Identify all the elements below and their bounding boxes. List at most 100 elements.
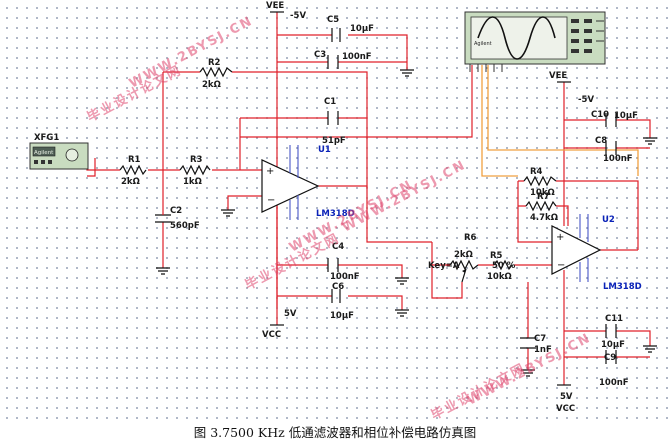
r7-name: R7 <box>537 192 550 202</box>
r5-value: 10kΩ <box>487 272 512 282</box>
vcc-left-value: 5V <box>284 309 297 319</box>
capacitor-c11[interactable]: C11 10µF <box>601 314 625 350</box>
c6-value: 10µF <box>330 311 354 321</box>
ground-icon <box>521 369 535 377</box>
c8-value: 100nF <box>603 154 633 164</box>
c5-value: 10µF <box>350 24 374 34</box>
ground-symbols <box>156 69 657 377</box>
ground-icon <box>221 209 235 217</box>
r4-name: R4 <box>530 167 543 177</box>
ground-icon <box>643 137 657 145</box>
c5-name: C5 <box>327 15 339 25</box>
resistor-r4[interactable]: R4 10kΩ <box>523 167 557 198</box>
ground-icon <box>156 267 170 275</box>
u2-model: LM318D <box>603 282 642 292</box>
vcc-right-label: VCC <box>556 404 575 414</box>
opamp-u1[interactable]: + − U1 LM318D <box>261 145 355 220</box>
c7-name: C7 <box>534 334 546 344</box>
r6-value: 2kΩ <box>454 250 473 260</box>
capacitor-c6[interactable]: C6 10µF <box>330 282 354 321</box>
r6-percent: 50 % <box>492 261 516 271</box>
u2-name: U2 <box>602 215 615 225</box>
capacitor-c2[interactable]: C2 560pF <box>155 168 200 231</box>
vcc-right-value: 5V <box>560 392 573 402</box>
oscilloscope[interactable]: Agilent <box>464 11 606 72</box>
c9-value: 100nF <box>599 378 629 388</box>
potentiometer-r6[interactable]: R6 2kΩ Key=A 50 % <box>428 233 516 283</box>
ground-icon <box>643 345 657 353</box>
knob-icon <box>65 148 79 162</box>
figure-caption: 图 3.7500 KHz 低通滤波器和相位补偿电路仿真图 <box>0 422 670 444</box>
r1-name: R1 <box>128 155 141 165</box>
vee-top-label: VEE <box>266 1 284 11</box>
r5-name: R5 <box>490 251 503 261</box>
resistor-r7[interactable]: R7 4.7kΩ <box>525 192 558 223</box>
watermark-url: WWW.2BYSJ.CN <box>127 13 256 91</box>
xfg1-brand: Agilent <box>34 150 54 156</box>
c2-value: 560pF <box>170 221 200 231</box>
vee-right-label: VEE <box>549 71 567 81</box>
c11-name: C11 <box>605 314 623 324</box>
r4-value: 10kΩ <box>530 188 555 198</box>
u1-name: U1 <box>318 145 331 155</box>
c3-name: C3 <box>314 50 326 60</box>
power-vee-right: VEE -5V <box>549 71 594 105</box>
r2-value: 2kΩ <box>202 80 221 90</box>
plus-sign: + <box>556 232 564 243</box>
r7-value: 4.7kΩ <box>530 213 558 223</box>
r3-name: R3 <box>190 155 203 165</box>
power-vcc-right: 5V VCC <box>556 384 575 414</box>
resistor-r5[interactable]: R5 10kΩ <box>487 251 513 282</box>
vcc-left-label: VCC <box>262 330 281 340</box>
c3-value: 100nF <box>342 52 372 62</box>
ground-icon <box>395 277 409 285</box>
c4-name: C4 <box>332 242 344 252</box>
c1-value: 51pF <box>322 136 346 146</box>
c7-value: 1nF <box>534 345 552 355</box>
c10-name: C10 <box>591 110 609 120</box>
u1-model: LM318D <box>316 209 355 219</box>
vee-top-value: -5V <box>290 11 306 21</box>
c9-name: C9 <box>604 353 616 363</box>
c4-value: 100nF <box>330 272 360 282</box>
function-generator-xfg1[interactable]: XFG1 Agilent <box>29 133 89 170</box>
wires <box>86 12 651 385</box>
c10-value: 10µF <box>614 111 638 121</box>
r2-name: R2 <box>208 58 221 68</box>
capacitor-c5[interactable]: C5 10µF <box>327 15 374 42</box>
capacitor-c7[interactable]: C7 1nF <box>520 334 552 355</box>
capacitor-c3[interactable]: C3 100nF <box>314 50 372 69</box>
capacitor-c4[interactable]: C4 100nF <box>327 242 360 282</box>
vee-right-value: -5V <box>578 95 594 105</box>
scope-brand: Agilent <box>474 41 492 47</box>
resistor-r3[interactable]: R3 1kΩ <box>179 155 211 187</box>
minus-sign: − <box>557 260 565 271</box>
c8-name: C8 <box>595 136 607 146</box>
ground-icon <box>400 69 414 77</box>
resistor-r2[interactable]: R2 2kΩ <box>199 58 233 90</box>
minus-sign: − <box>267 195 275 206</box>
resistor-r1[interactable]: R1 2kΩ <box>119 155 147 187</box>
watermark-url: WWW.2BYSJ.CN <box>465 330 594 408</box>
r1-value: 2kΩ <box>121 177 140 187</box>
capacitor-c8[interactable]: C8 100nF <box>595 136 633 164</box>
watermark-url: WWW.2BYSJ.CN <box>340 157 469 235</box>
opamp-u2[interactable]: + − U2 LM318D <box>551 214 642 292</box>
capacitor-c10[interactable]: C10 10µF <box>591 110 638 127</box>
power-vee-top: VEE -5V <box>266 1 306 21</box>
sine-wave-icon <box>477 16 556 60</box>
r6-name: R6 <box>464 233 477 243</box>
ground-icon <box>395 309 409 317</box>
c6-name: C6 <box>332 282 344 292</box>
c11-value: 10µF <box>601 340 625 350</box>
xfg1-label: XFG1 <box>34 133 59 143</box>
c2-name: C2 <box>170 206 182 216</box>
r6-key: Key=A <box>428 261 460 271</box>
r3-value: 1kΩ <box>183 177 202 187</box>
plus-sign: + <box>266 166 274 177</box>
power-vcc-left: 5V VCC <box>262 309 297 340</box>
capacitor-c1[interactable]: C1 51pF <box>322 97 346 146</box>
capacitor-c9[interactable]: C9 100nF <box>599 350 629 388</box>
c1-name: C1 <box>324 97 336 107</box>
